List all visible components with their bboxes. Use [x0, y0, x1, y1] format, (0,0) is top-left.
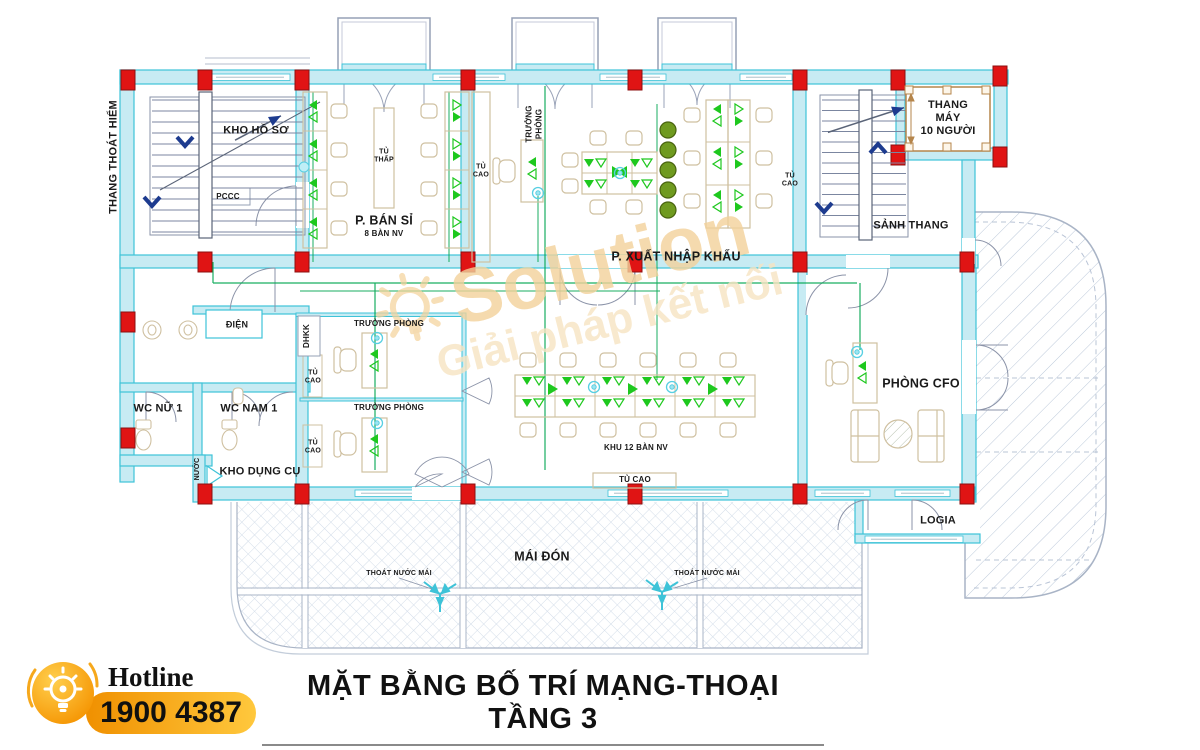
label-tu-thap: TỦ THẤP [374, 148, 394, 164]
label-logia: LOGIA [920, 514, 956, 527]
hotline-number: 1900 4387 [86, 692, 256, 734]
label-wc-nam: WC NAM 1 [220, 402, 278, 415]
label-kho-ho-so: KHO HỒ SƠ [223, 124, 289, 137]
label-khu-12-ban-nv: KHU 12 BÀN NV [604, 443, 668, 453]
label-p-ban-si: P. BÁN SỈ [355, 213, 413, 228]
hotline-lightbulb-icon [26, 662, 99, 724]
label-truong-phong-2: TRƯỞNG PHÒNG [353, 319, 425, 329]
label-mai-don: MÁI ĐÓN [514, 549, 570, 564]
label-tu-cao-5: TỦ CAO [619, 475, 651, 485]
label-tu-cao-3: TỦ CAO [304, 369, 322, 385]
label-wc-nu: WC NỮ 1 [133, 402, 183, 415]
label-thang-thoat-hiem: THANG THOÁT HIỂM [107, 100, 120, 214]
label-dien: ĐIỆN [225, 319, 249, 330]
label-tu-cao-1: TỦ CAO [472, 163, 490, 179]
columns-layer [120, 65, 1008, 505]
stairs-left [142, 91, 321, 239]
label-p-ban-si-sub: 8 BÀN NV [364, 229, 404, 239]
label-kho-dung-cu: KHO DỤNG CỤ [219, 465, 301, 478]
label-truong-phong-1: TRƯỞNG PHÒNG [524, 105, 543, 143]
label-thoat-nuoc-mai-1: THOÁT NƯỚC MÁI [366, 569, 432, 577]
hotline-label: Hotline [108, 662, 194, 692]
label-sanh-thang: SẢNH THANG [873, 219, 949, 232]
label-tu-cao-2: TỦ CAO [781, 172, 799, 188]
label-truong-phong-3: TRƯỞNG PHÒNG [353, 403, 425, 413]
hotline-logo: Hotline 1900 4387 [22, 652, 256, 737]
label-nuoc: NƯỚC [193, 457, 201, 481]
elevator [904, 85, 991, 152]
label-dhkk: DHKK [302, 324, 312, 348]
furniture-layer [135, 91, 945, 489]
hatch-layer [230, 211, 1107, 655]
label-p-xuat-nhap-khau: P. XUẤT NHẬP KHẨU [611, 249, 741, 264]
label-tu-cao-4: TỦ CAO [304, 439, 322, 455]
drawing-title: MẶT BẰNG BỐ TRÍ MẠNG-THOẠI TẦNG 3 [262, 670, 824, 746]
stairs-right [814, 89, 909, 241]
label-phong-cfo: PHÒNG CFO [882, 376, 960, 391]
label-thoat-nuoc-mai-2: THOÁT NƯỚC MÁI [674, 569, 740, 577]
balconies [205, 17, 737, 113]
label-pccc: PCCC [216, 192, 240, 202]
label-thang-may: THANG MÁY 10 NGƯỜI [920, 99, 976, 138]
